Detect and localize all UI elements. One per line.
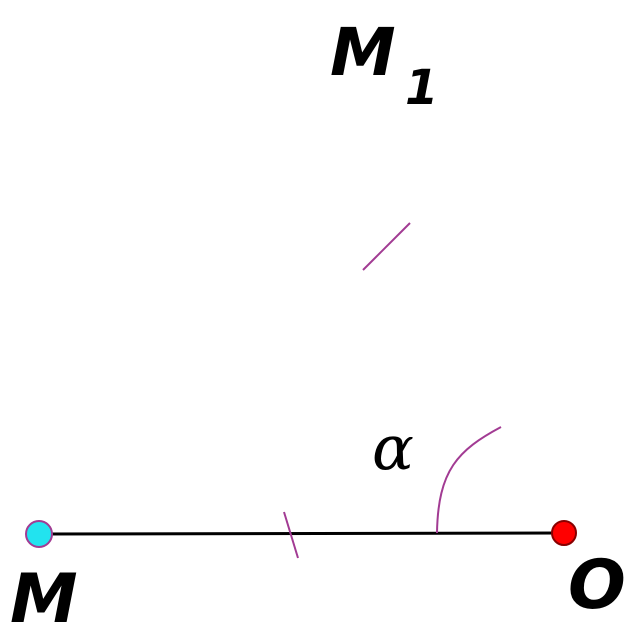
label-point-m1-subscript: 1 <box>405 60 438 116</box>
label-point-m: M <box>10 560 78 626</box>
segment-mo <box>38 531 565 536</box>
label-point-m1: M <box>330 14 396 91</box>
label-point-o: O <box>568 546 626 625</box>
angle-arc <box>436 426 502 534</box>
point-m <box>25 520 53 548</box>
label-angle-alpha: α <box>372 411 414 484</box>
tick-mark-mo <box>283 511 299 559</box>
tick-mark-om1 <box>362 222 411 271</box>
point-o <box>551 520 577 546</box>
